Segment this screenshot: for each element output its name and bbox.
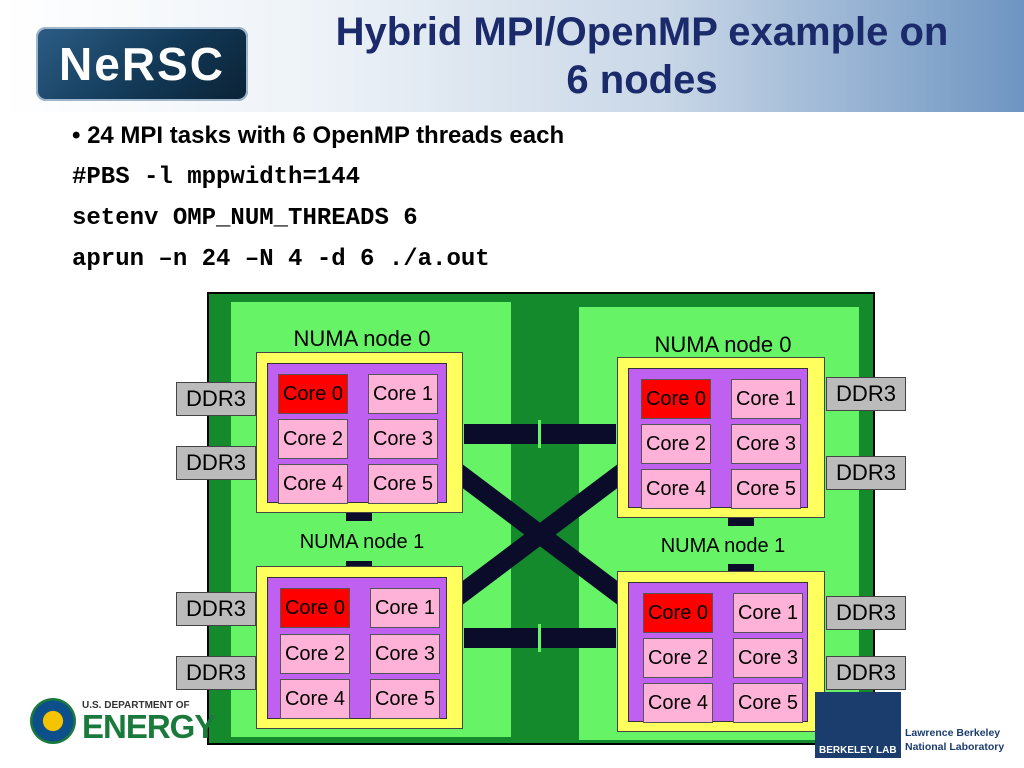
- doe-logo: U.S. DEPARTMENT OF ENERGY: [30, 692, 216, 754]
- numa-label-left-0: NUMA node 0: [293, 326, 431, 351]
- header-band: NeRSC Hybrid MPI/OpenMP example on 6 nod…: [0, 0, 1024, 112]
- numa-bus-right-0: Core 0 Core 1 Core 2 Core 3 Core 4 Core …: [628, 368, 808, 509]
- ddr3-left-1: DDR3: [176, 382, 256, 416]
- code-line-pbs: #PBS -l mppwidth=144: [72, 164, 361, 191]
- core-right-1-1: Core 1: [733, 593, 803, 633]
- doe-logo-line2: ENERGY: [82, 708, 216, 745]
- numa-label-left-1: NUMA node 1: [299, 531, 425, 553]
- nersc-logo-text: NeRSC: [59, 38, 225, 90]
- core-left-1-4: Core 4: [280, 679, 350, 719]
- numa-bus-left-1: Core 0 Core 1 Core 2 Core 3 Core 4 Core …: [267, 577, 447, 719]
- core-left-0-5: Core 5: [368, 464, 438, 504]
- numa-node-right-1: Core 0 Core 1 Core 2 Core 3 Core 4 Core …: [617, 571, 825, 732]
- core-right-0-0: Core 0: [641, 379, 711, 419]
- core-left-0-0: Core 0: [278, 374, 348, 414]
- core-left-1-0: Core 0: [280, 588, 350, 628]
- numa-bus-right-1: Core 0 Core 1 Core 2 Core 3 Core 4 Core …: [628, 582, 808, 723]
- interconnect-bottom-gap: [538, 624, 541, 652]
- nersc-logo: NeRSC: [36, 27, 248, 101]
- doe-seal-icon: [30, 698, 76, 744]
- core-right-1-0: Core 0: [643, 593, 713, 633]
- ddr3-right-3: DDR3: [826, 596, 906, 630]
- numa-node-left-0: Core 0 Core 1 Core 2 Core 3 Core 4 Core …: [256, 352, 463, 513]
- berkeley-lab-tower-icon: [877, 704, 893, 732]
- core-right-0-2: Core 2: [641, 424, 711, 464]
- ddr3-right-4: DDR3: [826, 656, 906, 690]
- ddr3-left-2: DDR3: [176, 446, 256, 480]
- core-right-0-3: Core 3: [731, 424, 801, 464]
- core-left-1-3: Core 3: [370, 634, 440, 674]
- code-line-aprun: aprun –n 24 –N 4 -d 6 ./a.out: [72, 246, 490, 273]
- ddr3-left-4: DDR3: [176, 656, 256, 690]
- numa-node-left-1: Core 0 Core 1 Core 2 Core 3 Core 4 Core …: [256, 566, 463, 729]
- doe-logo-line1: U.S. DEPARTMENT OF: [82, 700, 190, 711]
- core-right-1-4: Core 4: [643, 683, 713, 723]
- lab-name-line-1: Lawrence Berkeley: [905, 727, 1001, 739]
- core-left-0-1: Core 1: [368, 374, 438, 414]
- berkeley-lab-logo-text: BERKELEY LAB: [819, 745, 897, 756]
- ddr3-right-2: DDR3: [826, 456, 906, 490]
- code-line-setenv: setenv OMP_NUM_THREADS 6: [72, 205, 418, 232]
- core-right-1-5: Core 5: [733, 683, 803, 723]
- ddr3-right-1: DDR3: [826, 377, 906, 411]
- core-left-0-4: Core 4: [278, 464, 348, 504]
- core-left-1-1: Core 1: [370, 588, 440, 628]
- bullet-text: • 24 MPI tasks with 6 OpenMP threads eac…: [72, 122, 565, 149]
- core-right-0-1: Core 1: [731, 379, 801, 419]
- core-left-1-5: Core 5: [370, 679, 440, 719]
- core-left-0-2: Core 2: [278, 419, 348, 459]
- numa-label-right-1: NUMA node 1: [660, 535, 786, 557]
- numa-label-right-0: NUMA node 0: [654, 332, 792, 357]
- numa-node-right-0: Core 0 Core 1 Core 2 Core 3 Core 4 Core …: [617, 357, 825, 518]
- link-right-1: [728, 564, 754, 574]
- core-right-0-4: Core 4: [641, 469, 711, 509]
- title-line-1: Hybrid MPI/OpenMP example on: [335, 10, 949, 54]
- core-left-1-2: Core 2: [280, 634, 350, 674]
- numa-bus-left-0: Core 0 Core 1 Core 2 Core 3 Core 4 Core …: [267, 363, 447, 504]
- ddr3-left-3: DDR3: [176, 592, 256, 626]
- core-left-0-3: Core 3: [368, 419, 438, 459]
- title-line-2: 6 nodes: [566, 58, 718, 102]
- core-right-1-2: Core 2: [643, 638, 713, 678]
- lab-name-line-2: National Laboratory: [905, 741, 1005, 753]
- berkeley-lab-name: Lawrence Berkeley National Laboratory: [905, 726, 1004, 754]
- core-right-1-3: Core 3: [733, 638, 803, 678]
- slide-title: Hybrid MPI/OpenMP example on 6 nodes: [262, 8, 1022, 104]
- core-right-0-5: Core 5: [731, 469, 801, 509]
- interconnect-top-gap: [538, 420, 541, 448]
- link-left-1: [346, 561, 372, 569]
